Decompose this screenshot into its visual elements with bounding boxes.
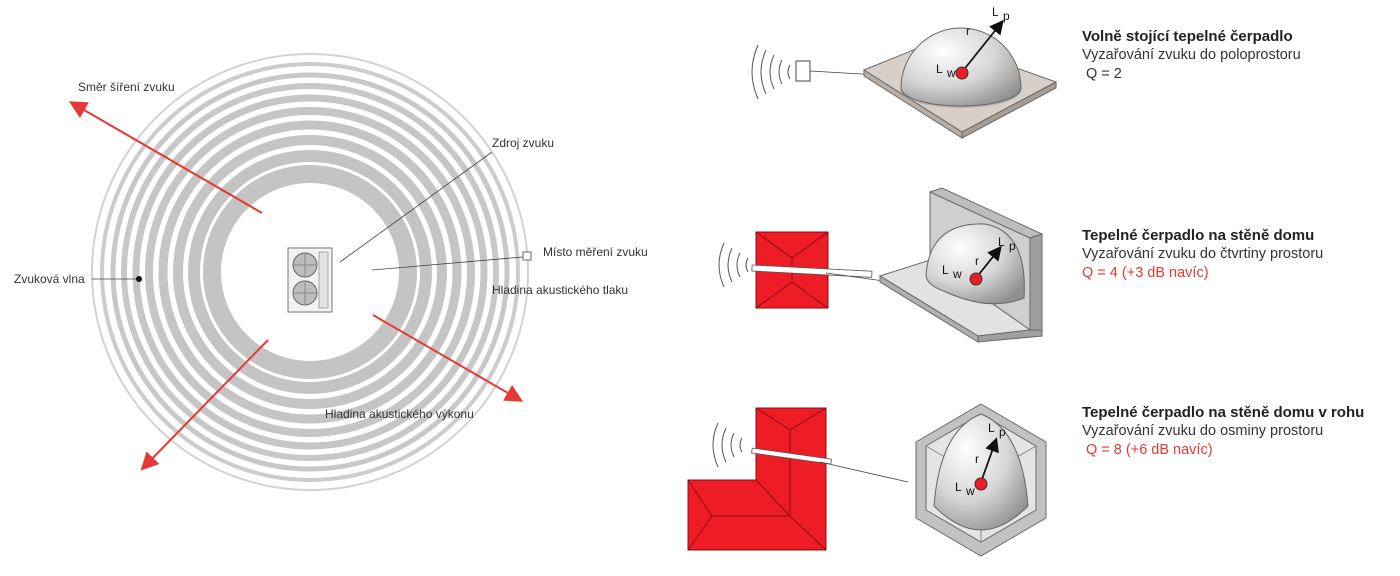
sound-rings bbox=[91, 53, 529, 491]
measure-point-label: Místo měření zvuku bbox=[543, 245, 648, 259]
pressure-symbol-p: p bbox=[1009, 239, 1016, 253]
scenario-description: Vyzařování zvuku do poloprostoru bbox=[1082, 47, 1301, 63]
sound-waves-icon bbox=[751, 44, 791, 100]
source-label: Zdroj zvuku bbox=[492, 136, 554, 150]
power-symbol-w: w bbox=[952, 267, 962, 281]
wave-point-marker bbox=[136, 276, 142, 282]
scenario-q-value: Q = 2 bbox=[1086, 66, 1122, 82]
direction-label: Směr šíření zvuku bbox=[78, 80, 175, 94]
power-symbol-L: L bbox=[955, 480, 962, 494]
scenario-free-standing-illustration bbox=[751, 19, 1058, 139]
pressure-symbol-L: L bbox=[988, 421, 995, 435]
power-level-label: Hladina akustického výkonu bbox=[325, 407, 474, 421]
heat-pump-unit bbox=[287, 247, 333, 313]
scenario-wall-text: Tepelné čerpadlo na stěně domu Vyzařován… bbox=[1082, 226, 1392, 283]
propagation-arrows bbox=[68, 101, 524, 471]
scenario-title: Tepelné čerpadlo na stěně domu v rohu bbox=[1082, 404, 1365, 421]
sound-wave-label: Zvuková vlna bbox=[14, 272, 85, 286]
scenario-corner-text: Tepelné čerpadlo na stěně domu v rohu Vy… bbox=[1082, 403, 1392, 460]
scenario-description: Vyzařování zvuku do čtvrtiny prostoru bbox=[1082, 246, 1324, 262]
radius-symbol: r bbox=[975, 254, 979, 268]
scenario-description: Vyzařování zvuku do osminy prostoru bbox=[1082, 423, 1324, 439]
scenario-title: Tepelné čerpadlo na stěně domu bbox=[1082, 227, 1315, 244]
pressure-symbol-L: L bbox=[992, 5, 999, 19]
radius-symbol: r bbox=[975, 452, 979, 466]
power-symbol-L: L bbox=[942, 263, 949, 277]
scenario-q-value: Q = 4 (+3 dB navíc) bbox=[1082, 265, 1209, 281]
power-symbol-w: w bbox=[965, 484, 975, 498]
sound-waves-icon bbox=[712, 422, 743, 468]
scenario-q-value: Q = 8 (+6 dB navíc) bbox=[1086, 442, 1213, 458]
scenario-wall-illustration bbox=[718, 187, 1044, 343]
radius-symbol: r bbox=[966, 24, 970, 38]
sound-waves-icon bbox=[718, 242, 749, 288]
power-symbol-w: w bbox=[946, 66, 956, 80]
leader-lines bbox=[92, 151, 532, 282]
scenario-free-standing-text: Volně stojící tepelné čerpadlo Vyzařován… bbox=[1082, 27, 1392, 84]
pressure-symbol-p: p bbox=[1003, 9, 1010, 23]
power-symbol-L: L bbox=[936, 62, 943, 76]
scenario-corner-illustration bbox=[687, 403, 1047, 557]
pressure-level-label: Hladina akustického tlaku bbox=[492, 283, 628, 297]
house-roof-top-view bbox=[687, 407, 827, 551]
scenario-title: Volně stojící tepelné čerpadlo bbox=[1082, 28, 1293, 45]
pressure-symbol-p: p bbox=[999, 425, 1006, 439]
pressure-symbol-L: L bbox=[998, 235, 1005, 249]
